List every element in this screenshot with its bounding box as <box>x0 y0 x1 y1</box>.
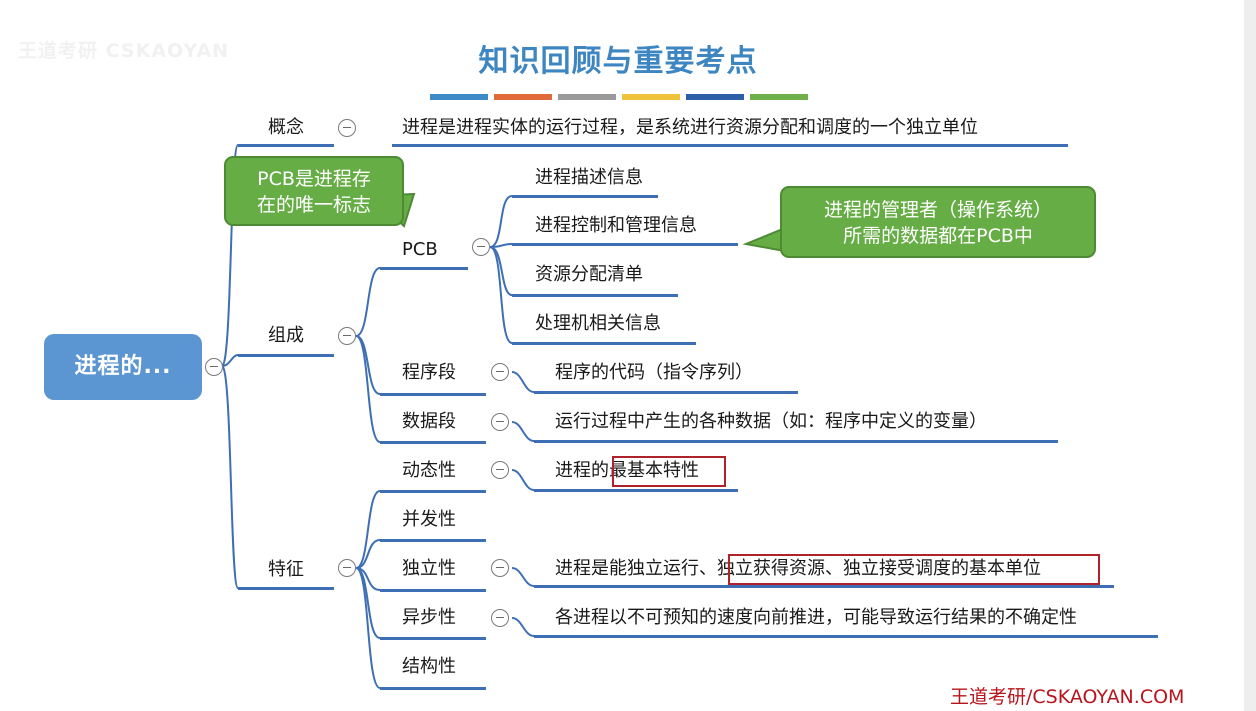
program-segment-underline <box>380 393 486 396</box>
watermark: 王道考研 CSKAOYAN <box>18 40 230 62</box>
pcb-label: PCB <box>402 239 438 260</box>
link-root-features <box>221 365 239 589</box>
branch-concept-label: 概念 <box>268 117 304 138</box>
feature-independence-description-underline <box>534 585 1114 588</box>
feature-asynchrony-description: 各进程以不可预知的速度向前推进，可能导致运行结果的不确定性 <box>555 607 1077 628</box>
title-color-bar <box>750 94 808 100</box>
feature-dynamic-label: 动态性 <box>402 460 456 481</box>
link-independence-desc <box>511 567 535 587</box>
feature-structure-label: 结构性 <box>402 656 456 677</box>
link-pcb-item4 <box>489 246 513 344</box>
pcb-item-processor: 处理机相关信息 <box>535 313 661 334</box>
pcb-underline <box>380 267 468 270</box>
feature-dynamic-desc-prefix: 进程的 <box>555 460 609 481</box>
concept-collapse-icon[interactable] <box>338 119 356 137</box>
branch-concept-underline <box>238 144 334 147</box>
link-program-desc <box>511 371 535 393</box>
pcb-item-control-underline <box>512 243 738 246</box>
link-root-composition <box>221 354 239 367</box>
link-root-concept <box>221 144 239 367</box>
link-data-desc <box>511 421 535 442</box>
callout-pcb-unique-line1: PCB是进程存 <box>257 168 371 190</box>
link-dynamic-desc <box>511 469 535 491</box>
feature-dynamic-highlight-box <box>612 456 726 487</box>
title-color-bar <box>430 94 488 100</box>
callout-os-manager-line1: 进程的管理者（操作系统） <box>823 199 1052 221</box>
link-feat-dynamic <box>355 490 381 569</box>
feature-concurrency-underline <box>380 539 486 542</box>
feature-concurrency-label: 并发性 <box>402 509 456 530</box>
pcb-item-control: 进程控制和管理信息 <box>535 215 697 236</box>
feature-independence-description: 进程是能独立运行、独立获得资源、独立接受调度的基本单位 <box>555 557 1041 581</box>
link-comp-pcb <box>355 267 381 337</box>
branch-features-underline <box>238 587 334 590</box>
program-segment-description-underline <box>534 391 798 394</box>
data-segment-collapse-icon[interactable] <box>491 413 509 431</box>
callout-os-manager: 进程的管理者（操作系统） 所需的数据都在PCB中 <box>780 186 1096 258</box>
feature-dynamic-description: 进程的最基本特性 <box>555 459 699 483</box>
branch-composition-label: 组成 <box>268 325 304 346</box>
concept-description: 进程是进程实体的运行过程，是系统进行资源分配和调度的一个独立单位 <box>402 117 978 138</box>
title-color-bar <box>494 94 552 100</box>
data-segment-label: 数据段 <box>402 411 456 432</box>
link-asynchrony-desc <box>511 617 535 637</box>
link-feat-concurrency <box>355 539 381 569</box>
feature-dynamic-description-underline <box>534 489 738 492</box>
data-segment-description: 运行过程中产生的各种数据（如：程序中定义的变量） <box>555 411 987 432</box>
composition-collapse-icon[interactable] <box>338 327 356 345</box>
feature-independence-highlight-box <box>728 554 1100 585</box>
link-pcb-item1 <box>489 195 513 248</box>
feature-asynchrony-label: 异步性 <box>402 607 456 628</box>
title-color-bar <box>558 94 616 100</box>
feature-dynamic-collapse-icon[interactable] <box>491 461 509 479</box>
branch-composition-underline <box>238 354 334 357</box>
title-color-bar <box>686 94 744 100</box>
feature-asynchrony-collapse-icon[interactable] <box>491 609 509 627</box>
callout-os-manager-line2: 所需的数据都在PCB中 <box>843 225 1033 247</box>
pcb-item-resources-underline <box>512 294 678 297</box>
program-segment-label: 程序段 <box>402 362 456 383</box>
link-feat-structure <box>355 567 381 689</box>
branch-features-label: 特征 <box>268 559 304 580</box>
feature-asynchrony-underline <box>380 637 486 640</box>
pcb-item-description-underline <box>512 195 658 198</box>
concept-description-underline <box>392 144 1068 147</box>
feature-structure-underline <box>380 687 486 690</box>
root-collapse-icon[interactable] <box>205 358 223 376</box>
feature-dynamic-underline <box>380 490 486 493</box>
pcb-collapse-icon[interactable] <box>472 238 490 256</box>
callout-pcb-unique: PCB是进程存 在的唯一标志 <box>224 156 404 226</box>
root-node[interactable]: 进程的... <box>44 334 202 400</box>
title-color-bar <box>622 94 680 100</box>
link-comp-data <box>355 335 381 443</box>
data-segment-underline <box>380 441 486 444</box>
feature-independence-label: 独立性 <box>402 558 456 579</box>
callout-pcb-unique-line2: 在的唯一标志 <box>256 194 371 216</box>
window-edge <box>1244 0 1256 711</box>
feature-independence-collapse-icon[interactable] <box>491 559 509 577</box>
features-collapse-icon[interactable] <box>338 559 356 577</box>
feature-independence-highlight: 独立获得资源、独立接受调度的基本单位 <box>717 558 1041 579</box>
feature-independence-underline <box>380 589 486 592</box>
data-segment-description-underline <box>534 440 1058 443</box>
feature-asynchrony-description-underline <box>534 635 1158 638</box>
pcb-item-description: 进程描述信息 <box>535 167 643 188</box>
pcb-item-resources: 资源分配清单 <box>535 264 643 285</box>
footer-brand: 王道考研/CSKAOYAN.COM <box>950 686 1185 708</box>
pcb-item-processor-underline <box>512 342 696 345</box>
slide-title: 知识回顾与重要考点 <box>478 44 758 79</box>
program-segment-collapse-icon[interactable] <box>491 363 509 381</box>
feature-dynamic-highlight: 最基本特性 <box>609 460 699 481</box>
program-segment-description: 程序的代码（指令序列） <box>555 362 753 383</box>
feature-independence-desc-prefix: 进程是能独立运行、 <box>555 558 717 579</box>
